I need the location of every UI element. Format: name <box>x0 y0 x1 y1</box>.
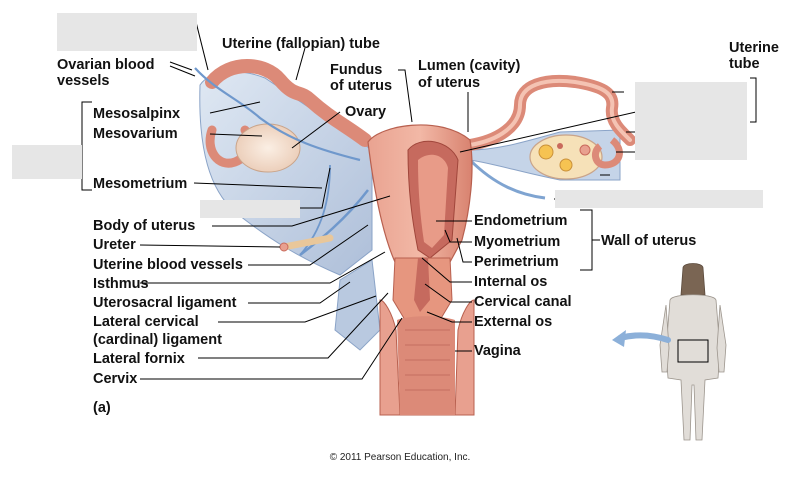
blank-label-box-4[interactable] <box>555 190 763 208</box>
direction-arrow <box>617 332 671 343</box>
label-cervical-canal: Cervical canal <box>474 294 572 310</box>
left-ovary-shape <box>235 123 301 173</box>
label-vagina: Vagina <box>474 343 521 359</box>
label-panel-a: (a) <box>93 400 111 416</box>
cervical-canal-shape <box>414 258 430 312</box>
label-lateral-cervical-line1: Lateral cervical <box>93 314 199 330</box>
follicle-2 <box>559 158 573 172</box>
copyright-notice: © 2011 Pearson Education, Inc. <box>329 452 471 463</box>
label-cervix: Cervix <box>93 371 138 387</box>
right-fimbriae <box>591 137 623 169</box>
blank-label-box-5[interactable] <box>200 200 300 218</box>
blank-label-box-2[interactable] <box>12 145 82 179</box>
label-perimetrium: Perimetrium <box>474 254 559 270</box>
label-wall-of-uterus: Wall of uterus <box>601 233 697 249</box>
label-endometrium: Endometrium <box>474 213 568 229</box>
vaginal-rugae <box>405 329 450 391</box>
endometrium-shape <box>418 154 448 248</box>
label-mesosalpinx: Mesosalpinx <box>93 106 181 122</box>
ureter-cut <box>279 242 289 252</box>
label-uterine-fallopian-tube: Uterine (fallopian) tube <box>222 36 380 52</box>
label-fundus-line1: Fundus <box>330 62 383 78</box>
follicle-1 <box>538 144 554 160</box>
ureter-stub <box>280 234 334 251</box>
label-uterine-tube-line2: tube <box>729 56 760 72</box>
uterine-vessels <box>299 189 369 256</box>
label-ureter: Ureter <box>93 237 136 253</box>
follicle-4 <box>557 143 563 149</box>
ovarian-vessels <box>194 67 361 162</box>
label-myometrium: Myometrium <box>474 234 561 250</box>
label-lumen-line1: Lumen (cavity) <box>418 58 521 74</box>
label-fundus-line2: of uterus <box>330 78 393 94</box>
label-mesovarium: Mesovarium <box>93 126 178 142</box>
label-internal-os: Internal os <box>474 274 548 290</box>
body-figure <box>659 263 727 441</box>
vaginal-canal <box>397 316 455 415</box>
ureter-shape <box>299 164 331 256</box>
label-isthmus: Isthmus <box>93 276 149 292</box>
blank-label-box-3[interactable] <box>635 82 747 160</box>
blank-label-box-1[interactable] <box>57 13 197 51</box>
label-mesometrium: Mesometrium <box>93 176 188 192</box>
label-uterine-blood-vessels: Uterine blood vessels <box>93 257 243 273</box>
label-external-os: External os <box>474 314 553 330</box>
right-tube-lumen <box>468 78 632 147</box>
label-lateral-cervical-line2: (cardinal) ligament <box>93 332 222 348</box>
label-lateral-fornix: Lateral fornix <box>93 351 185 367</box>
follicle-3 <box>579 144 591 156</box>
label-ovary: Ovary <box>345 104 387 120</box>
label-uterosacral-ligament: Uterosacral ligament <box>93 295 237 311</box>
arrow-head <box>612 330 626 347</box>
right-ligament-vessel <box>468 158 546 200</box>
label-lumen-line2: of uterus <box>418 75 481 91</box>
label-ovarian-vessels-line1: Ovarian blood <box>57 57 155 73</box>
label-ovarian-vessels-line2: vessels <box>57 73 110 89</box>
vagina-shape <box>379 299 475 416</box>
label-body-of-uterus: Body of uterus <box>93 218 196 234</box>
label-uterine-tube-line1: Uterine <box>729 40 779 56</box>
left-uterine-tube <box>205 59 372 147</box>
uterosacral-ligament-shape <box>334 259 381 351</box>
